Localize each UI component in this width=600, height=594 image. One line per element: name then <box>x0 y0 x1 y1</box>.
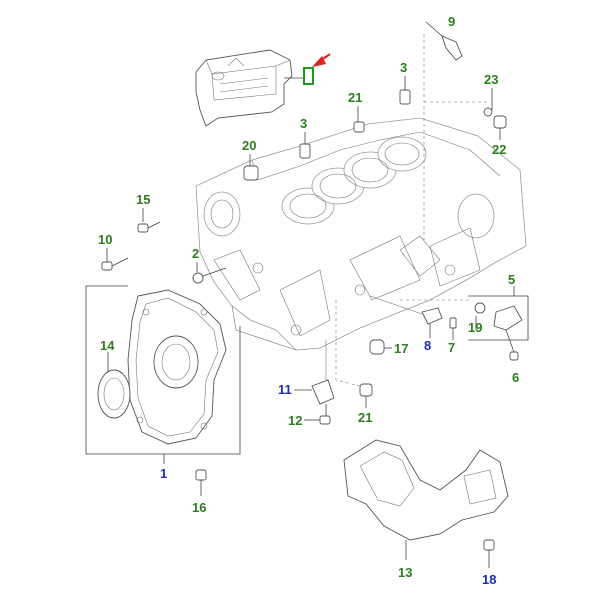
callout-label-3b[interactable]: 3 <box>300 116 307 131</box>
callout-label-18[interactable]: 18 <box>482 572 496 587</box>
dowel-part-3b <box>299 132 311 159</box>
callout-label-15[interactable]: 15 <box>136 192 150 207</box>
bolt-part-16 <box>195 469 207 496</box>
callout-label-6[interactable]: 6 <box>512 370 519 385</box>
callout-label-20[interactable]: 20 <box>242 138 256 153</box>
callout-label-19[interactable]: 19 <box>468 320 482 335</box>
callout-label-23[interactable]: 23 <box>484 72 498 87</box>
part-23-22 <box>483 88 507 140</box>
bolt-part-2 <box>192 262 227 284</box>
callout-label-10[interactable]: 10 <box>98 232 112 247</box>
pointer-arrow <box>312 53 331 67</box>
callout-label-8[interactable]: 8 <box>424 338 431 353</box>
callout-label-21b[interactable]: 21 <box>358 410 372 425</box>
bolt-part-10 <box>101 248 129 271</box>
bracket-part-11 <box>294 340 335 425</box>
plug-part-21a <box>353 106 365 133</box>
callout-label-3a[interactable]: 3 <box>400 60 407 75</box>
callout-label-11[interactable]: 11 <box>278 382 292 397</box>
highlight-box <box>303 67 314 85</box>
plug-part-20 <box>243 154 259 181</box>
callout-label-9[interactable]: 9 <box>448 14 455 29</box>
dowel-part-3a <box>399 76 411 105</box>
part-8-7 <box>369 295 457 340</box>
solenoid-group-5 <box>468 286 529 361</box>
callout-label-14[interactable]: 14 <box>100 338 115 353</box>
callout-label-22[interactable]: 22 <box>492 142 506 157</box>
heat-shield-part <box>195 49 293 127</box>
callout-label-13[interactable]: 13 <box>398 565 412 580</box>
callout-label-5[interactable]: 5 <box>508 272 515 287</box>
callout-label-12[interactable]: 12 <box>288 413 302 428</box>
callout-label-21a[interactable]: 21 <box>348 90 362 105</box>
callout-label-1[interactable]: 1 <box>160 466 167 481</box>
callout-label-16[interactable]: 16 <box>192 500 206 515</box>
callout-label-7[interactable]: 7 <box>448 340 455 355</box>
lower-shield-part-13 <box>343 439 509 568</box>
sensor-part-9 <box>425 21 463 61</box>
front-cover-part-1 <box>85 285 241 464</box>
seal-part-14 <box>97 352 131 419</box>
bolt-part-15 <box>137 208 161 233</box>
callout-label-2[interactable]: 2 <box>192 246 199 261</box>
cylinder-block <box>195 117 527 351</box>
callout-label-17[interactable]: 17 <box>394 341 408 356</box>
plug-part-17 <box>369 339 392 355</box>
plug-part-21b <box>359 383 373 408</box>
